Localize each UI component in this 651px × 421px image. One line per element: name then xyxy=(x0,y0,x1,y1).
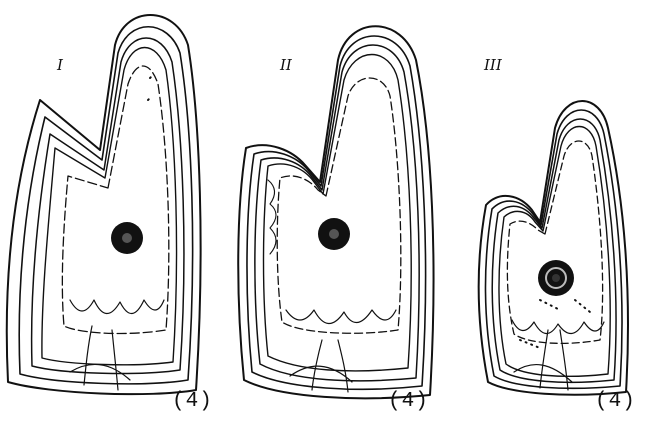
specimen-3 xyxy=(479,101,628,395)
panel-label-2: II xyxy=(280,56,292,74)
panel-label-1: I xyxy=(57,56,63,74)
specimen-2-nucleus-center xyxy=(329,229,339,239)
specimen-2-inner-dashed xyxy=(277,78,401,333)
specimen-1-nucleus-center xyxy=(122,233,132,243)
panel-caption-2: (4) xyxy=(388,390,429,413)
specimen-1-lower-lines xyxy=(70,326,130,390)
specimen-2-scallops xyxy=(286,310,396,324)
specimen-1-ring-4 xyxy=(42,48,177,365)
specimen-1-inner-dashed xyxy=(62,66,168,333)
specimen-1-outer-ring xyxy=(7,15,201,394)
specimen-2-side-scallops xyxy=(268,180,276,254)
specimen-1-scallops xyxy=(70,300,164,314)
specimen-3-nucleus-center xyxy=(552,274,560,282)
panel-caption-1: (4) xyxy=(172,390,213,413)
panel-caption-3: (4) xyxy=(595,390,636,413)
specimen-1-dots xyxy=(148,76,152,100)
panel-label-3: III xyxy=(484,56,502,74)
specimen-1 xyxy=(7,15,201,394)
specimen-3-scallops xyxy=(512,320,604,334)
specimen-1-ring-3 xyxy=(32,38,184,373)
specimen-2-outer-ring xyxy=(238,26,433,398)
specimen-1-ring-2 xyxy=(19,27,192,384)
specimen-2 xyxy=(238,26,433,398)
